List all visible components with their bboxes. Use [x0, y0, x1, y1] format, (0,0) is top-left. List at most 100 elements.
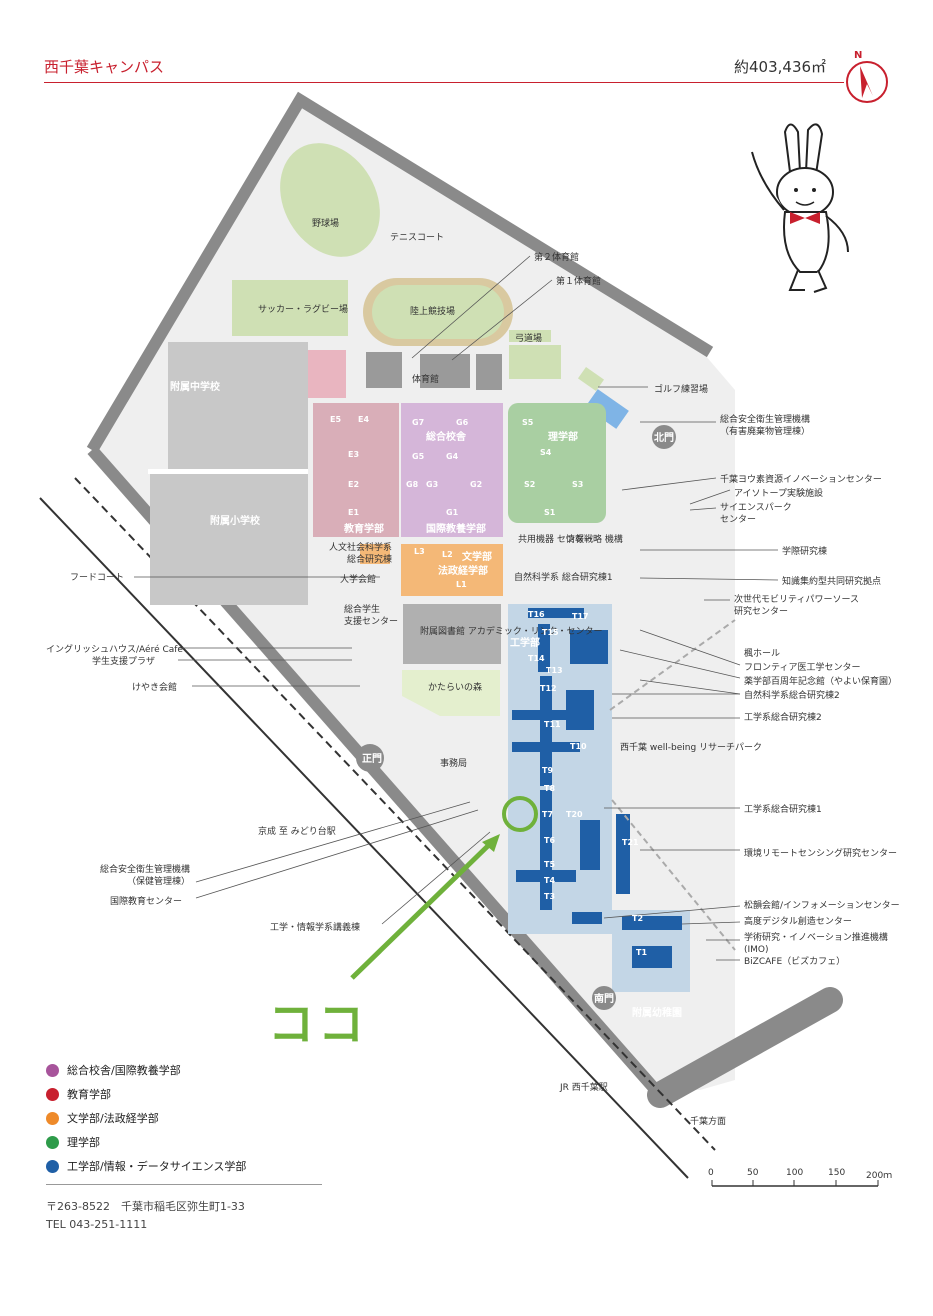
callout-kaede: 楓ホール: [744, 649, 781, 659]
callout-imo: 学術研究・イノベーション推進機構 (IMO): [744, 933, 888, 955]
building-code-edu: E3: [348, 450, 360, 459]
building-code-edu: E4: [358, 415, 370, 424]
left-callout-lines: [134, 576, 491, 925]
callout-mobility: 次世代モビリティパワーソース 研究センター: [734, 595, 860, 617]
wellbeing-label: 西千葉 well-being リサーチパーク: [620, 741, 762, 753]
library-label: 附属図書館 アカデミック・リンク・センター: [420, 625, 603, 637]
library: [403, 604, 501, 664]
building-code-sougou: G2: [470, 480, 483, 489]
south-gate: [592, 986, 616, 1010]
callout-shouin: 松韻会館/インフォメーションセンター: [744, 901, 900, 911]
main-gate: [356, 744, 384, 772]
building-code-bun: L3: [414, 547, 425, 556]
keisei-label: 京成 至 みどり台駅: [258, 825, 336, 837]
callout-foodcourt: フードコート: [70, 573, 125, 583]
tennis-label: テニスコート: [390, 232, 444, 243]
jr-label: JR 西千葉駅: [559, 1081, 608, 1093]
legend-label: 総合校舎/国際教養学部: [67, 1064, 181, 1077]
callout-gym2: 第２体育館: [534, 253, 580, 263]
building-code-eng: T4: [544, 876, 556, 885]
johosen-label: 情報戦略 機構: [566, 533, 623, 545]
building-code-edu: E1: [348, 508, 360, 517]
building-code-sci: S3: [572, 480, 584, 489]
building-code-edu: E2: [348, 480, 360, 489]
callout-digital: 高度デジタル創造センター: [744, 917, 852, 927]
building-code-eng: T20: [566, 810, 583, 819]
callout-frontier: フロンティア医工学センター: [744, 663, 861, 673]
keisei-railway: [39, 497, 689, 1179]
sci-label: 理学部: [548, 430, 578, 443]
building-code-bun: L2: [442, 550, 453, 559]
building-code-eng: T6: [544, 836, 556, 845]
omni-court: [509, 345, 561, 379]
legend-dot: [46, 1111, 59, 1125]
eng-buildings: [512, 608, 682, 968]
legend-label: 工学部/情報・データサイエンス学部: [67, 1160, 247, 1173]
building-code-eng: T21: [622, 838, 639, 847]
boundary-road-south: [647, 987, 843, 1108]
building-code-eng: T5: [544, 860, 556, 869]
rabbit-mascot-icon: [751, 123, 849, 293]
callout-english-house: イングリッシュハウス/Aéré Café: [46, 645, 183, 655]
legend-dot: [46, 1159, 59, 1173]
legend-dot: [46, 1087, 59, 1101]
callout-jinbun: 人文社会科学系 総合研究棟: [328, 543, 392, 565]
here-label: ココ: [268, 997, 368, 1051]
building-code-sci: S1: [544, 508, 556, 517]
budo-hall: [476, 354, 502, 390]
legend-item: 文学部/法政経学部: [46, 1106, 246, 1130]
building-code-sci: S5: [522, 418, 534, 427]
gym-label: 体育館: [412, 373, 439, 385]
bun-zone: [401, 544, 503, 596]
chiba-direction-label: 千葉方面: [690, 1115, 726, 1127]
soccer-field: [232, 280, 348, 336]
callout-gym1: 第１体育館: [556, 277, 602, 287]
callout-youso: 千葉ヨウ素資源イノベーションセンター: [720, 475, 882, 485]
building-code-sougou: G5: [412, 452, 425, 461]
telephone: TEL 043-251-1111: [46, 1218, 148, 1231]
callout-gakusai: 学際研究棟: [782, 547, 828, 557]
gym-1: [420, 354, 470, 388]
scale-bar: [711, 1180, 879, 1187]
building-code-eng: T14: [528, 654, 545, 663]
building-code-sci: S4: [540, 448, 552, 457]
callout-kougaku2: 工学系総合研究棟2: [744, 713, 822, 723]
callout-science-park: サイエンスパーク センター: [720, 503, 792, 525]
baseball-label: 野球場: [312, 217, 339, 229]
building-code-eng: T12: [540, 684, 557, 693]
campus-area: 約403,436㎡: [734, 58, 827, 76]
callout-remote-sensing: 環境リモートセンシング研究センター: [744, 849, 898, 859]
scale-50: 50: [747, 1168, 759, 1178]
page-title: 西千葉キャンパス: [44, 58, 165, 76]
scale-200: 200ｍ: [866, 1171, 893, 1181]
callout-isotope: アイソトープ実験施設: [734, 489, 824, 499]
building-code-eng: T8: [544, 784, 556, 793]
seimon-label: 正門: [362, 753, 382, 765]
kitamon-label: 北門: [654, 431, 674, 444]
building-code-sougou: G4: [446, 452, 459, 461]
edu-label: 教育学部: [343, 522, 384, 535]
es-zone: [150, 473, 308, 605]
building-code-eng: T11: [544, 720, 561, 729]
north-gate: [652, 425, 676, 449]
legend-item: 総合校舎/国際教養学部: [46, 1058, 246, 1082]
track-label: 陸上競技場: [410, 305, 455, 317]
jr-railway: [74, 477, 716, 1151]
callout-yakugaku: 薬学部百周年記念館（やよい保育園）: [744, 677, 898, 687]
scale-150: 150: [828, 1168, 846, 1178]
callout-bizcafe: BiZCAFE（ビズカフェ）: [744, 957, 846, 967]
callout-gakusei-plaza: 学生支援プラザ: [92, 657, 156, 667]
jh-label: 附属中学校: [170, 380, 221, 393]
postal-address: 〒263-8522 千葉市稲毛区弥生町1-33: [46, 1200, 245, 1213]
callout-keyaki: けやき会館: [132, 683, 178, 693]
hosei-label: 法政経学部: [438, 564, 488, 577]
forest: [402, 670, 500, 716]
building-code-sougou: G3: [426, 480, 439, 489]
callout-shizen2: 自然科学系総合研究棟2: [744, 691, 840, 701]
building-code-sougou: G7: [412, 418, 425, 427]
scale-100: 100: [786, 1168, 804, 1178]
track-inner: [372, 285, 504, 339]
callout-chishiki: 知識集約型共同研究拠点: [782, 577, 882, 587]
callout-daigakukaikan: 大学会館: [340, 575, 377, 585]
